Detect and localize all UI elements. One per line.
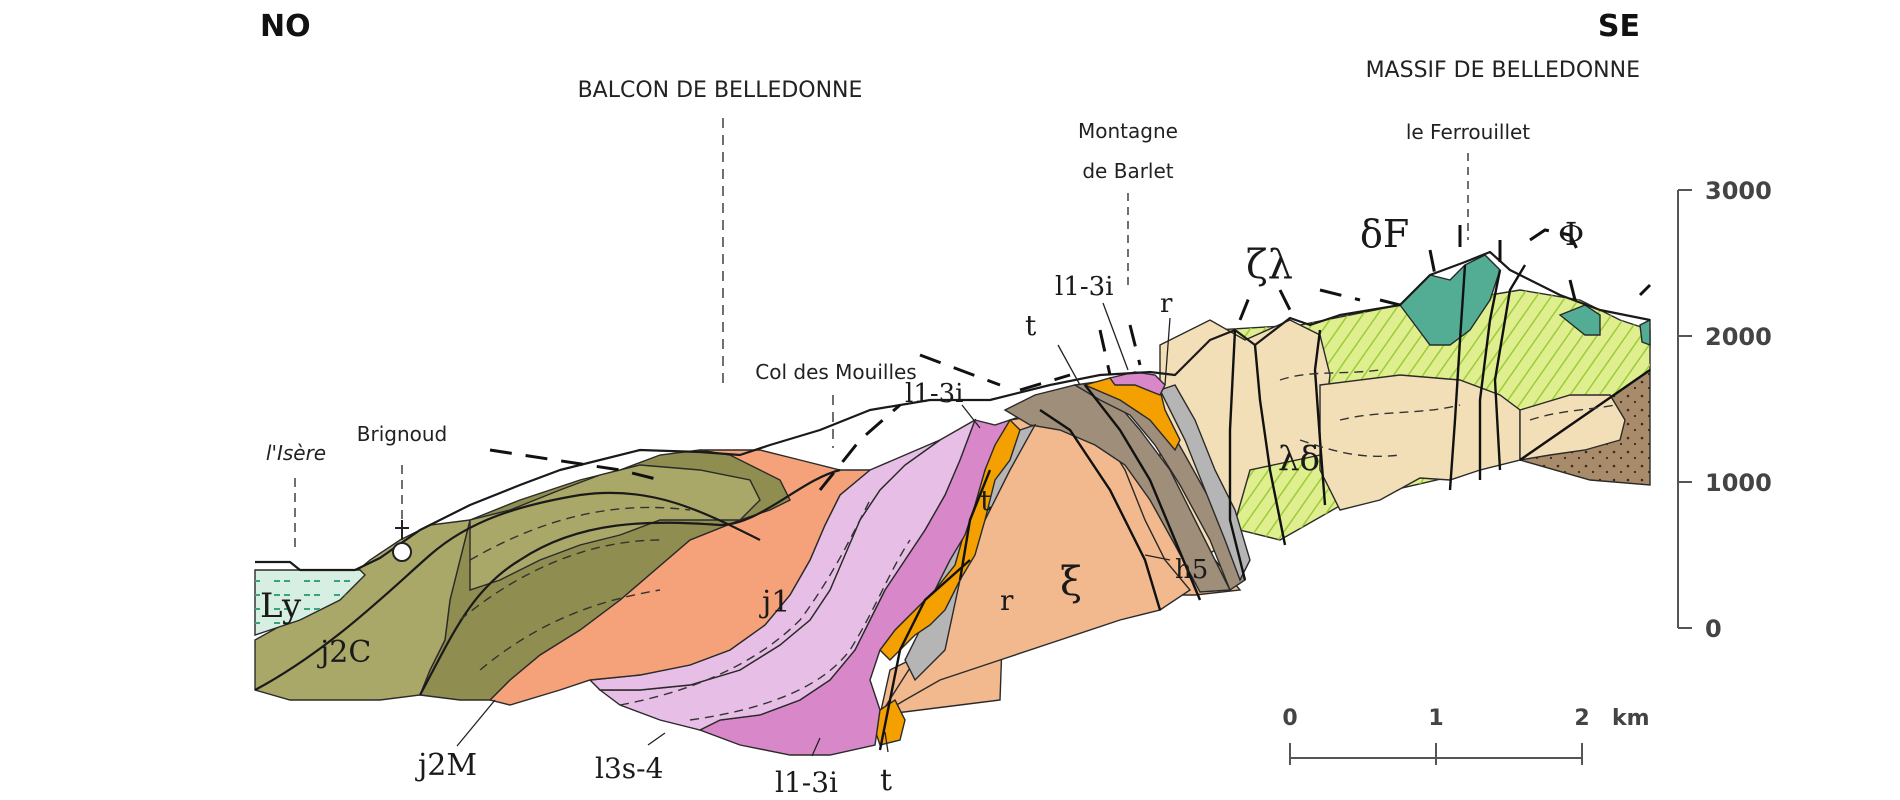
- unit-label-l13i-bottom: l1-3i: [775, 766, 838, 799]
- fault-zeta: [1228, 329, 1247, 581]
- fault-ferrouillet-3: [1478, 269, 1502, 480]
- unit-label-t-bottom: t: [880, 763, 892, 798]
- fault-ferrouillet-4: [1493, 264, 1527, 471]
- altitude-tick-0: 0: [1705, 615, 1722, 643]
- fault-ferrouillet-2: [1448, 264, 1467, 491]
- unit-label-j1: j1: [759, 585, 790, 620]
- scale-tick-0: 0: [1282, 706, 1297, 731]
- leader-t-top: [1057, 344, 1081, 386]
- church-symbol: [392, 520, 412, 562]
- unit-label-zeta-lambda: ζλ: [1246, 242, 1293, 288]
- scale-tick-1: 1: [1428, 706, 1443, 731]
- unit-label-l13i-top: l1-3i: [1055, 272, 1114, 302]
- fault-h5: [1039, 409, 1162, 611]
- leader-l13i-top: [1102, 302, 1129, 371]
- altitude-tick-1000: 1000: [1705, 469, 1772, 497]
- unit-label-j2c: j2C: [317, 635, 371, 670]
- geology-layers: [254, 254, 1651, 756]
- scale-unit: km: [1612, 706, 1650, 731]
- region-balcon: BALCON DE BELLEDONNE: [578, 78, 863, 103]
- contact-j2c-j2m: [254, 491, 761, 691]
- fault-right: [1519, 369, 1651, 461]
- unit-r-upper: [1159, 384, 1251, 582]
- leader-h5: [1144, 554, 1171, 561]
- unit-label-xi: ξ: [1060, 559, 1082, 605]
- altitude-tick-3000: 3000: [1705, 177, 1772, 205]
- topographic-surface: [255, 250, 1651, 572]
- region-massif: MASSIF DE BELLEDONNE: [1366, 58, 1640, 83]
- fault-col-des-mouilles: [878, 559, 971, 751]
- unit-label-r-top: r: [1160, 289, 1173, 319]
- place-montagne-barlet-2: de Barlet: [1082, 159, 1173, 183]
- leader-lines: [294, 118, 1469, 757]
- place-montagne-barlet-1: Montagne: [1078, 119, 1178, 143]
- unit-zeta-lambda-right: [1519, 394, 1626, 461]
- orientation-right: SE: [1598, 9, 1640, 44]
- place-ferrouillet: le Ferrouillet: [1406, 120, 1530, 144]
- altitude-tick-2000: 2000: [1705, 323, 1772, 351]
- unit-label-ly: Ly: [260, 586, 302, 626]
- orientation-left: NO: [260, 9, 311, 44]
- contact-j2m-j1: [419, 468, 841, 696]
- unit-label-h5: h5: [1175, 555, 1208, 585]
- unit-ly-waves: [255, 570, 365, 635]
- unit-zeta-lambda-lower: [1319, 374, 1521, 511]
- leader-t-bottom: [884, 731, 889, 753]
- projected-lines: [489, 225, 1652, 491]
- internal-dashes: [459, 369, 1616, 721]
- unit-delta-f-edge: [1639, 318, 1651, 347]
- leader-l13i-bottom: [811, 737, 821, 757]
- unit-label-l3s4: l3s-4: [595, 752, 663, 785]
- unit-label-t-middle: t: [980, 484, 992, 517]
- fault-lambda: [1253, 344, 1287, 546]
- place-col-mouilles: Col des Mouilles: [755, 360, 916, 384]
- leader-r-top: [1164, 317, 1171, 386]
- place-isere: l'Isère: [266, 441, 326, 465]
- unit-label-delta-f: δF: [1360, 212, 1409, 256]
- unit-label-l13i-middle: l1-3i: [905, 379, 964, 409]
- unit-label-t-top: t: [1025, 309, 1037, 342]
- leader-l13i-middle: [961, 404, 981, 429]
- unit-label-lambda-delta: λδ: [1278, 439, 1320, 479]
- unit-label-r-middle: r: [1000, 584, 1014, 617]
- unit-delta-f-small: [1558, 304, 1601, 336]
- unit-delta-f: [1399, 254, 1501, 346]
- leader-j2m: [456, 699, 496, 747]
- contacts: [254, 250, 1651, 751]
- unit-label-j2m: j2M: [415, 748, 477, 783]
- place-brignoud: Brignoud: [357, 422, 447, 446]
- leader-l3s4: [647, 732, 666, 746]
- fault-ferrouillet-1: [1313, 329, 1327, 506]
- fault-montagne: [958, 469, 992, 581]
- scale-tick-2: 2: [1574, 706, 1589, 731]
- unit-label-phi: Φ: [1558, 215, 1584, 253]
- fault-barlet: [1084, 384, 1202, 601]
- altitude-axis: 3000 2000 1000 0: [1677, 177, 1772, 643]
- scale-bar: 0 1 2 km: [1282, 706, 1650, 765]
- unit-j2c-top: [469, 464, 761, 591]
